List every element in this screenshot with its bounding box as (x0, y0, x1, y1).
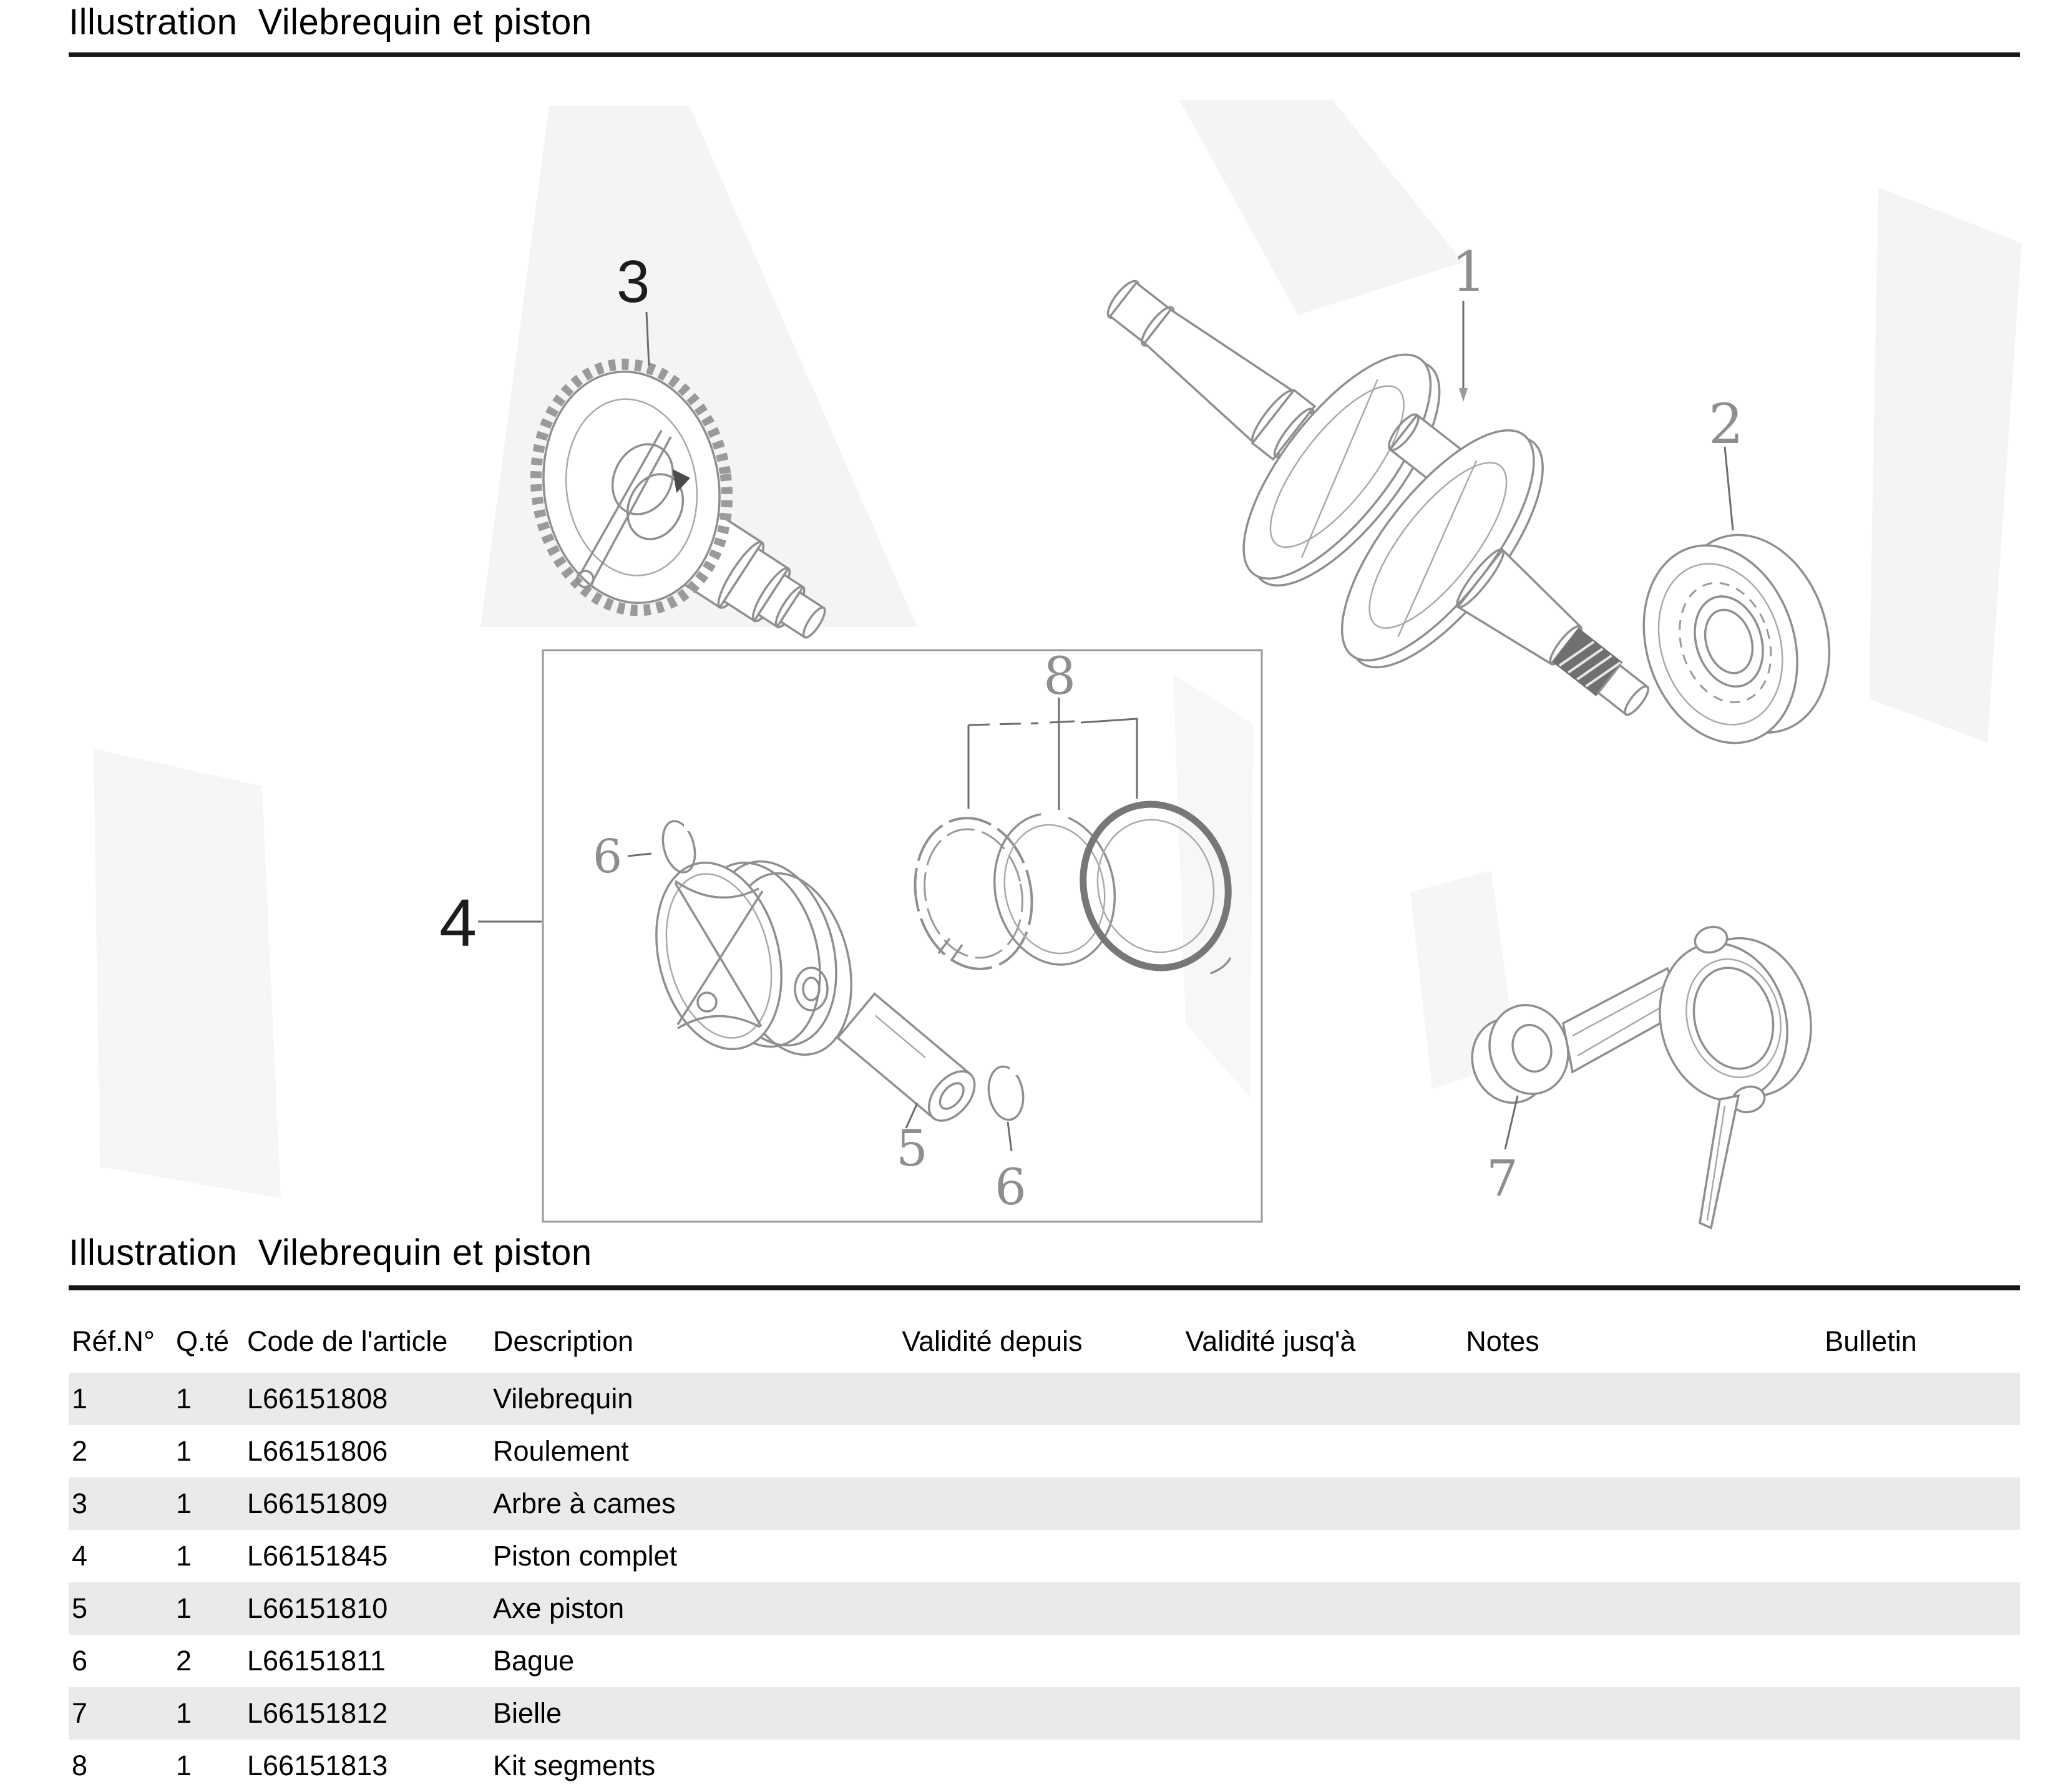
cell-qty: 1 (176, 1750, 192, 1781)
cell-code: L66151809 (247, 1488, 388, 1519)
cell-qty: 1 (176, 1697, 192, 1729)
callout-7: 7 (1486, 1149, 1518, 1207)
camshaft-key-mark (673, 469, 690, 493)
table-row: 5 1 L66151810 Axe piston (69, 1582, 2020, 1635)
page-title: Illustration Vilebrequin et piston (69, 2, 592, 42)
table-header: Réf.N° Q.té Code de l'article Descriptio… (69, 1320, 2020, 1363)
cell-desc: Bielle (493, 1697, 562, 1729)
callout-4: 4 (439, 885, 477, 960)
cell-ref: 6 (72, 1645, 88, 1677)
crankshaft-drawing (1106, 280, 1650, 716)
piston-assembly-box (542, 649, 1263, 1223)
table-row: 2 1 L66151806 Roulement (69, 1425, 2020, 1478)
rod-oil-dipper (1699, 1094, 1740, 1230)
cell-ref: 4 (72, 1540, 88, 1572)
cell-desc: Bague (493, 1645, 575, 1677)
callout-labels: 3 1 2 4 5 6 6 7 8 (439, 240, 1744, 1216)
pin-clip-bottom-drawing (987, 1065, 1025, 1152)
parts-exploded-diagram: 3 1 2 4 5 6 6 7 8 (94, 100, 2022, 1230)
col-header-desc: Description (493, 1325, 634, 1357)
cell-code: L66151811 (247, 1645, 386, 1677)
cell-desc: Roulement (493, 1435, 629, 1467)
cell-code: L66151806 (247, 1435, 388, 1467)
col-header-notes: Notes (1466, 1325, 1539, 1357)
top-divider (69, 52, 2020, 57)
cell-ref: 2 (72, 1435, 88, 1467)
piston-pin-drawing (836, 992, 976, 1129)
callout-1: 1 (1451, 240, 1486, 304)
cell-desc: Axe piston (493, 1592, 625, 1624)
cell-ref: 8 (72, 1750, 88, 1781)
camshaft-gear (530, 358, 733, 616)
col-header-qty: Q.té (176, 1325, 230, 1357)
table-row: 7 1 L66151812 Bielle (69, 1687, 2020, 1740)
camshaft-drawing (530, 358, 826, 639)
cell-desc: Kit segments (493, 1750, 656, 1781)
col-header-valid-from: Validité depuis (902, 1325, 1083, 1357)
table-row: 8 1 L66151813 Kit segments (69, 1740, 2020, 1792)
bearing-drawing (1642, 533, 1831, 744)
cell-ref: 3 (72, 1488, 88, 1519)
cell-ref: 7 (72, 1697, 88, 1729)
bearing-cage (1679, 582, 1772, 704)
callout-6-bottom: 6 (995, 1158, 1027, 1216)
piston-drawing (655, 860, 852, 1056)
callout-3: 3 (617, 248, 650, 315)
cell-qty: 1 (176, 1383, 192, 1415)
crank-threaded-end (1552, 628, 1623, 696)
callout-5: 5 (896, 1119, 928, 1177)
ring-kit-leader (967, 698, 1138, 810)
cell-ref: 1 (72, 1383, 88, 1415)
parts-table: 1 1 L66151808 Vilebrequin 2 1 L66151806 … (69, 1373, 2020, 1792)
table-row: 3 1 L66151809 Arbre à cames (69, 1478, 2020, 1530)
compression-ring-2 (993, 809, 1116, 966)
callout-2: 2 (1709, 392, 1744, 456)
pin-clip-top-drawing (627, 820, 699, 874)
cell-code: L66151810 (247, 1592, 388, 1624)
callout-8: 8 (1043, 647, 1076, 706)
table-divider (69, 1285, 2020, 1290)
cell-code: L66151813 (247, 1750, 388, 1781)
cell-qty: 1 (176, 1592, 192, 1624)
table-row: 6 2 L66151811 Bague (69, 1635, 2020, 1687)
oil-ring (1080, 801, 1232, 975)
table-row: 4 1 L66151845 Piston complet (69, 1530, 2020, 1582)
crank-counterweight-left (1242, 353, 1432, 580)
callout-1-arrow (1459, 388, 1468, 402)
col-header-bulletin: Bulletin (1825, 1325, 1917, 1357)
cell-qty: 2 (176, 1645, 192, 1677)
cell-qty: 1 (176, 1488, 192, 1519)
col-header-valid-to: Validité jusq'à (1185, 1325, 1356, 1357)
cell-code: L66151808 (247, 1383, 388, 1415)
piston-pin-boss (794, 967, 829, 1011)
col-header-ref: Réf.N° (72, 1325, 155, 1357)
compression-ring-1 (914, 817, 1033, 970)
connecting-rod-drawing (1471, 925, 1812, 1230)
table-row: 1 1 L66151808 Vilebrequin (69, 1373, 2020, 1425)
cell-qty: 1 (176, 1540, 192, 1572)
cell-desc: Arbre à cames (493, 1488, 676, 1519)
table-section-title: Illustration Vilebrequin et piston (69, 1232, 592, 1273)
callout-6-top: 6 (593, 830, 622, 884)
cell-ref: 5 (72, 1592, 88, 1624)
cell-desc: Piston complet (493, 1540, 678, 1572)
col-header-code: Code de l'article (247, 1325, 448, 1357)
cell-code: L66151845 (247, 1540, 388, 1572)
cell-code: L66151812 (247, 1697, 388, 1729)
cell-qty: 1 (176, 1435, 192, 1467)
cell-desc: Vilebrequin (493, 1383, 633, 1415)
piston-ring-drawings (914, 698, 1232, 975)
rod-small-end (1511, 1023, 1553, 1073)
